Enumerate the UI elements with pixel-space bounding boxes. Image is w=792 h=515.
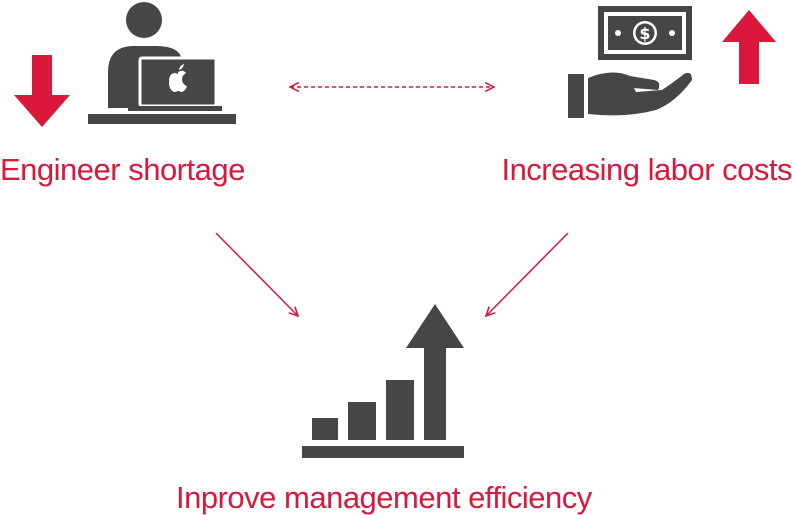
svg-text:$: $ (639, 24, 650, 43)
person-at-laptop-icon (88, 0, 236, 126)
engineer-shortage-label: Engineer shortage (0, 152, 245, 187)
bar-chart-arrow-up-icon (302, 304, 464, 462)
arrow-up-icon (722, 10, 776, 84)
arrow-down-icon (14, 55, 70, 127)
right-to-bottom-arrow (486, 232, 569, 316)
increasing-labor-costs-label: Increasing labor costs (501, 152, 792, 187)
improve-management-efficiency-label: Inprove management efficiency (176, 480, 592, 515)
left-to-bottom-arrow (215, 232, 298, 316)
hand-holding-money-icon: $ (566, 4, 694, 122)
